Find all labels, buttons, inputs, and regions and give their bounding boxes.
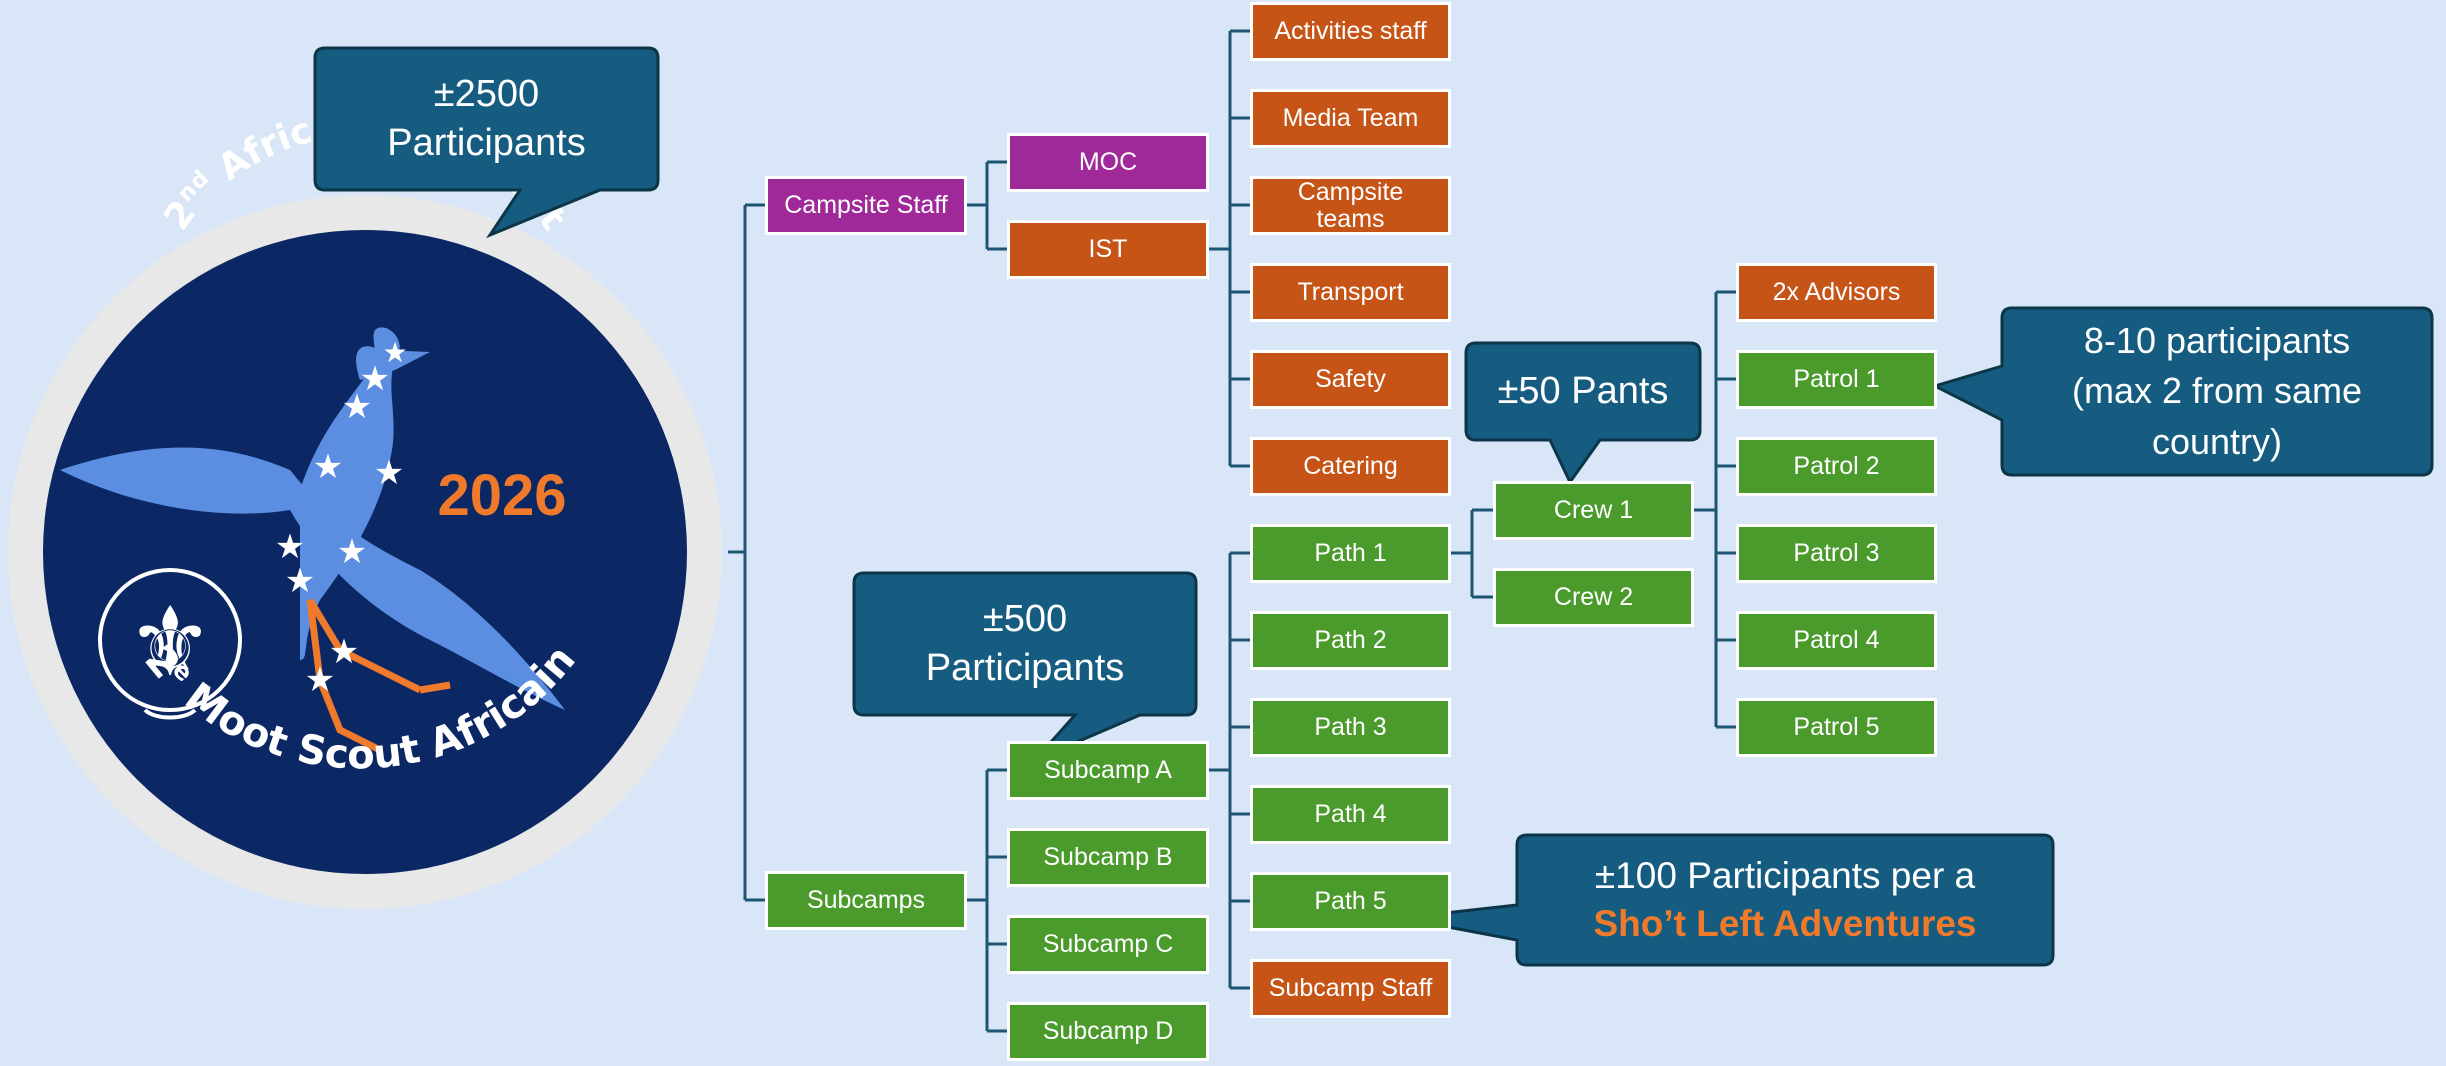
callout-crew-shape	[1464, 341, 1702, 485]
node-transport: Transport	[1250, 263, 1451, 322]
callout-patrol-line1: 8-10 participants	[2083, 319, 2351, 361]
node-subcamp-c: Subcamp C	[1007, 915, 1209, 974]
logo-year: 2026	[437, 463, 566, 528]
callout-subcamp-line1: ±500	[982, 597, 1068, 640]
node-patrol-5: Patrol 5	[1736, 698, 1937, 757]
svg-text:★: ★	[305, 661, 335, 699]
node-campsite-teams: Campsite teams	[1250, 176, 1451, 235]
node-safety: Safety	[1250, 350, 1451, 409]
node-subcamp-staff: Subcamp Staff	[1250, 959, 1451, 1018]
node-path-1: Path 1	[1250, 524, 1451, 583]
node-patrol-2: Patrol 2	[1736, 437, 1937, 496]
node-patrol-1: Patrol 1	[1736, 350, 1937, 409]
svg-text:★: ★	[329, 633, 359, 671]
svg-text:⚜: ⚜	[127, 586, 213, 698]
node-advisors: 2x Advisors	[1736, 263, 1937, 322]
callout-crew: ±50 Pants	[1466, 343, 1700, 440]
node-subcamp-a: Subcamp A	[1007, 741, 1209, 800]
svg-text:★: ★	[342, 388, 372, 426]
crane-legs	[306, 598, 451, 754]
node-subcamp-d: Subcamp D	[1007, 1002, 1209, 1061]
callout-path: ±100 Participants per a Sho’t Left Adven…	[1517, 835, 2053, 965]
node-path-4: Path 4	[1250, 785, 1451, 844]
svg-text:★: ★	[337, 533, 367, 571]
svg-text:★: ★	[382, 337, 407, 368]
node-ist: IST	[1007, 220, 1209, 279]
svg-text:★: ★	[313, 448, 343, 486]
callout-patrol: 8-10 participants (max 2 from same count…	[2002, 308, 2432, 475]
node-moc: MOC	[1007, 133, 1209, 192]
node-patrol-4: Patrol 4	[1736, 611, 1937, 670]
callout-total-line2: Participants	[387, 122, 586, 164]
fleur-de-lis-icon: ⚜	[98, 568, 242, 720]
callout-patrol-line3: country)	[2151, 420, 2283, 462]
node-activities-staff: Activities staff	[1250, 2, 1451, 61]
crane-icon	[60, 327, 565, 710]
callout-path-shape	[1399, 833, 2055, 967]
node-campsite-staff: Campsite Staff	[765, 176, 967, 235]
callout-subcamp-shape	[852, 571, 1198, 762]
node-subcamps: Subcamps	[765, 871, 967, 930]
node-crew-2: Crew 2	[1493, 568, 1694, 627]
svg-text:★: ★	[374, 454, 404, 492]
node-path-3: Path 3	[1250, 698, 1451, 757]
node-media-team: Media Team	[1250, 89, 1451, 148]
node-crew-1: Crew 1	[1493, 481, 1694, 540]
svg-text:★: ★	[285, 562, 315, 600]
svg-text:★: ★	[360, 360, 390, 398]
callout-path-line1: ±100 Participants per a	[1594, 854, 1976, 896]
node-catering: Catering	[1250, 437, 1451, 496]
callout-subcamp: ±500 Participants	[854, 573, 1196, 715]
callout-path-line2: Sho’t Left Adventures	[1593, 903, 1977, 944]
callout-total-shape	[313, 46, 660, 239]
node-subcamp-b: Subcamp B	[1007, 828, 1209, 887]
callout-patrol-shape	[1930, 306, 2434, 477]
callout-patrol-line2: (max 2 from same	[2071, 370, 2363, 412]
callout-crew-line1: ±50 Pants	[1497, 369, 1669, 412]
node-patrol-3: Patrol 3	[1736, 524, 1937, 583]
star-icons: ★ ★ ★ ★ ★ ★ ★ ★ ★ ★	[275, 337, 408, 699]
callout-total: ±2500 Participants	[315, 48, 658, 190]
svg-text:★: ★	[275, 528, 305, 566]
callout-total-line1: ±2500	[433, 72, 540, 115]
node-path-2: Path 2	[1250, 611, 1451, 670]
node-path-5: Path 5	[1250, 872, 1451, 931]
callout-subcamp-line2: Participants	[925, 647, 1125, 689]
